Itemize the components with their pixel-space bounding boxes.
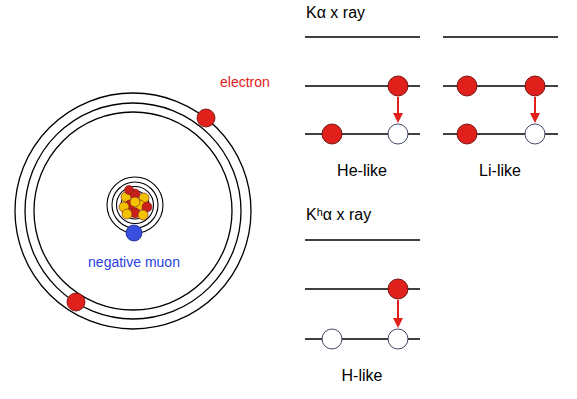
transition-arrows	[398, 97, 535, 326]
electron	[197, 109, 215, 127]
ion-label: H-like	[342, 367, 383, 385]
electron-label: electron	[220, 74, 270, 90]
muon	[126, 225, 142, 241]
ion-label: He-like	[337, 162, 387, 180]
energy-levels	[305, 37, 558, 339]
transition-title: Kα x ray	[306, 4, 365, 22]
transition-title: Kʰα x ray	[306, 206, 371, 224]
muon-label: negative muon	[88, 254, 180, 270]
nucleus	[119, 186, 152, 221]
electron	[67, 293, 85, 311]
ion-label: Li-like	[479, 162, 521, 180]
electron-orbits	[15, 93, 251, 329]
muon-orbits	[107, 177, 163, 233]
